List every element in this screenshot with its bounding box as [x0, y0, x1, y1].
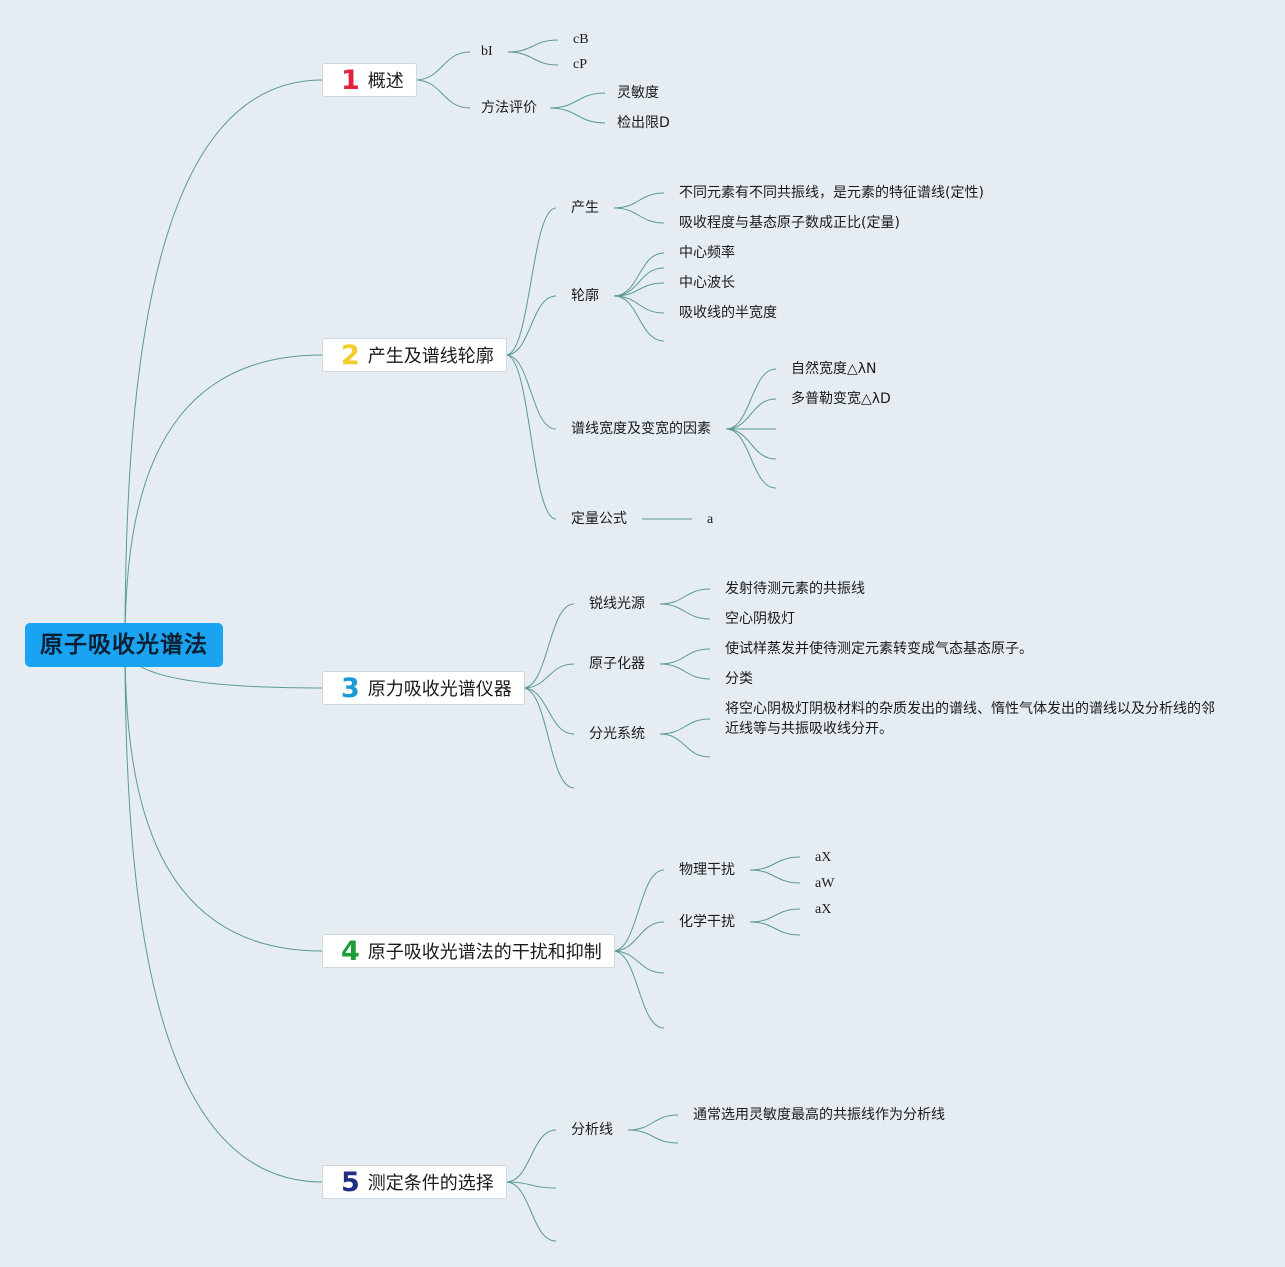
topic-number-1: 1	[341, 64, 360, 96]
connector-line	[414, 79, 471, 109]
leaf-ax-1[interactable]: aX	[815, 850, 832, 865]
connector-line	[749, 921, 801, 936]
connector-line	[124, 644, 323, 952]
leaf-analysis-line-desc[interactable]: 通常选用灵敏度最高的共振线作为分析线	[693, 1107, 945, 1123]
leaf-cp[interactable]: cP	[573, 57, 587, 72]
leaf-a[interactable]: a	[707, 512, 714, 527]
connector-line	[522, 603, 575, 689]
connector-line	[505, 1129, 557, 1183]
subtopic-analysis-line[interactable]: 分析线	[571, 1122, 613, 1138]
connector-line	[612, 869, 665, 952]
leaf-center-wavelength[interactable]: 中心波长	[679, 275, 735, 291]
subtopic-chemical[interactable]: 化学干扰	[679, 914, 735, 930]
connector-line	[659, 733, 711, 758]
connector-line	[612, 921, 665, 952]
topic-label: 原力吸收光谱仪器	[367, 679, 512, 700]
leaf-ax-2[interactable]: aX	[815, 902, 832, 917]
connector-line	[612, 950, 665, 1029]
connector-line	[627, 1129, 679, 1144]
connector-line	[522, 687, 575, 789]
connector-line	[749, 908, 801, 923]
connector-line	[505, 354, 557, 430]
connector-line	[627, 1114, 679, 1131]
connector-line	[507, 51, 559, 66]
subtopic-dispersion[interactable]: 分光系统	[589, 726, 645, 742]
connector-line	[505, 207, 557, 356]
leaf-resonance-line[interactable]: 发射待测元素的共振线	[725, 581, 865, 597]
leaf-half-width[interactable]: 吸收线的半宽度	[679, 305, 777, 321]
topic-conditions[interactable]: 5 测定条件的选择	[322, 1165, 507, 1199]
topic-instrument[interactable]: 3 原力吸收光谱仪器	[322, 671, 525, 705]
leaf-sensitivity[interactable]: 灵敏度	[617, 85, 659, 101]
subtopic-profile[interactable]: 轮廓	[571, 288, 599, 304]
connector-line	[522, 663, 575, 689]
connector-line	[749, 869, 801, 884]
connector-line	[725, 428, 777, 460]
connector-line	[659, 603, 711, 620]
topic-interference[interactable]: 4 原子吸收光谱法的干扰和抑制	[322, 934, 615, 968]
leaf-aw[interactable]: aW	[815, 876, 835, 891]
connector-line	[659, 588, 711, 605]
leaf-cb[interactable]: cB	[573, 32, 589, 47]
connector-line	[124, 79, 323, 646]
connector-line	[505, 1181, 557, 1189]
connector-line	[507, 39, 559, 53]
connector-line	[124, 644, 323, 1183]
leaf-atomizer-desc[interactable]: 使试样蒸发并使待测定元素转变成气态基态原子。	[725, 641, 1033, 657]
connector-line	[505, 354, 557, 520]
subtopic-light-source[interactable]: 锐线光源	[589, 596, 645, 612]
topic-line-profile[interactable]: 2 产生及谱线轮廓	[322, 338, 507, 372]
leaf-characteristic-line[interactable]: 不同元素有不同共振线，是元素的特征谱线(定性)	[679, 185, 984, 201]
topic-number-5: 5	[341, 1166, 360, 1198]
leaf-quantitative[interactable]: 吸收程度与基态原子数成正比(定量)	[679, 215, 900, 231]
connector-line	[659, 648, 711, 665]
connector-line	[725, 398, 777, 430]
connector-line	[124, 354, 323, 646]
topic-label: 测定条件的选择	[367, 1173, 494, 1194]
connector-line	[613, 295, 665, 314]
connector-line	[549, 107, 606, 124]
connector-line	[613, 267, 665, 297]
connector-line	[725, 428, 777, 489]
topic-overview[interactable]: 1 概述	[322, 63, 417, 97]
topic-number-2: 2	[341, 339, 360, 371]
connector-line	[659, 663, 711, 680]
topic-label: 产生及谱线轮廓	[367, 346, 494, 367]
connector-line	[613, 192, 665, 209]
connector-line	[414, 51, 471, 81]
subtopic-generation[interactable]: 产生	[571, 200, 599, 216]
connector-line	[549, 92, 606, 109]
topic-label: 概述	[367, 71, 404, 92]
leaf-detection-limit[interactable]: 检出限D	[617, 115, 670, 131]
topic-label: 原子吸收光谱法的干扰和抑制	[367, 942, 602, 963]
subtopic-bi[interactable]: bI	[481, 44, 493, 59]
connector-line	[505, 295, 557, 356]
leaf-center-frequency[interactable]: 中心频率	[679, 245, 735, 261]
connector-line	[612, 950, 665, 974]
connector-line	[725, 368, 777, 430]
subtopic-physical[interactable]: 物理干扰	[679, 862, 735, 878]
connector-line	[659, 718, 711, 735]
leaf-hollow-cathode[interactable]: 空心阴极灯	[725, 611, 795, 627]
subtopic-method-eval[interactable]: 方法评价	[481, 100, 537, 116]
leaf-natural-width[interactable]: 自然宽度△λN	[791, 361, 877, 377]
connector-line	[505, 1181, 557, 1242]
leaf-classification[interactable]: 分类	[725, 671, 753, 687]
topic-number-3: 3	[341, 672, 360, 704]
connector-line	[522, 687, 575, 735]
subtopic-formula[interactable]: 定量公式	[571, 511, 627, 527]
connector-line	[613, 295, 665, 342]
topic-number-4: 4	[341, 935, 360, 967]
root-topic[interactable]: 原子吸收光谱法	[25, 623, 223, 667]
subtopic-broadening[interactable]: 谱线宽度及变宽的因素	[571, 421, 711, 437]
leaf-doppler[interactable]: 多普勒变宽△λD	[791, 391, 891, 407]
leaf-dispersion-desc[interactable]: 将空心阴极灯阴极材料的杂质发出的谱线、惰性气体发出的谱线以及分析线的邻近线等与共…	[725, 701, 1215, 737]
connector-line	[749, 856, 801, 871]
connector-line	[613, 207, 665, 224]
subtopic-atomizer[interactable]: 原子化器	[589, 656, 645, 672]
